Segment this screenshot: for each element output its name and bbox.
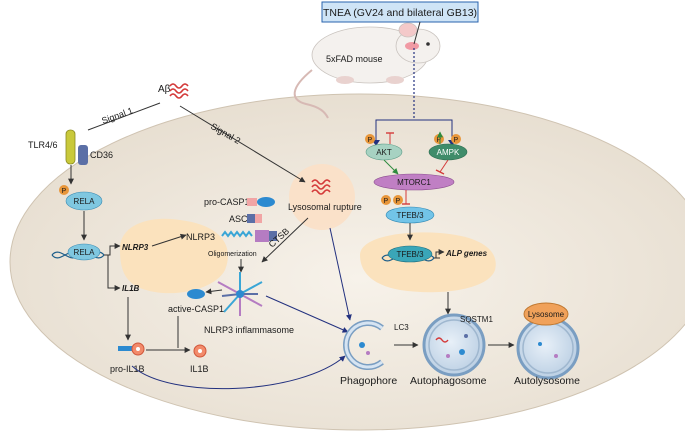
tnea-label: TNEA (GV24 and bilateral GB13) [323, 7, 477, 19]
autolysosome-shape [516, 316, 580, 380]
il1b-to-phagophore [131, 355, 346, 390]
nucleus-left [120, 218, 228, 294]
cell-body [9, 93, 685, 431]
rela-phospho [59, 185, 69, 195]
tlr-receptor [65, 129, 76, 165]
tfeb-label: TFEB/3 [396, 211, 424, 220]
signal1-arrow [87, 102, 161, 131]
cstb-arrow [261, 217, 309, 263]
tfeb-nuclear-node [387, 245, 433, 263]
lysosome-shape [523, 302, 569, 326]
asc-label: ASC [229, 214, 248, 224]
rela-node [67, 243, 101, 261]
akt-label: AKT [376, 148, 392, 157]
svg-text:P: P [368, 137, 373, 144]
svg-text:P: P [62, 188, 67, 195]
phagophore-shape [343, 320, 384, 370]
lysosomal-rupture-label: Lysosomal rupture [288, 202, 362, 212]
inflammasome-complex [217, 272, 263, 316]
tnea-box [321, 1, 479, 23]
autophagosome-label: Autophagosome [410, 375, 487, 387]
active-casp1-shape [187, 289, 205, 299]
cd36-receptor [78, 145, 88, 165]
oligomerization-label: Oligomerization [208, 251, 257, 258]
mouse-label: 5xFAD mouse [326, 54, 383, 64]
pro-casp1-label: pro-CASP1 [204, 197, 250, 207]
rela-p-node [65, 191, 103, 211]
nlrp3-label: NLRP3 [186, 232, 215, 242]
signal2-arrow [179, 105, 306, 183]
pro-il1b-shape [118, 346, 132, 351]
phagophore-label: Phagophore [340, 375, 397, 387]
svg-text:P: P [396, 198, 401, 205]
autolysosome-label: Autolysosome [514, 375, 580, 387]
asc-shape [247, 214, 255, 223]
il1b-gene-label: IL1B [122, 284, 140, 293]
svg-text:P: P [437, 137, 442, 144]
cd36-label: CD36 [90, 150, 113, 160]
tlr-label: TLR4/6 [28, 140, 58, 150]
abeta-label: Aβ [158, 84, 171, 95]
nlrp3-protein [221, 230, 277, 242]
il1b-label: IL1B [190, 364, 209, 374]
rela-p-label: RELA [74, 197, 96, 206]
tnea-bracket [375, 119, 453, 142]
active-casp1-label: active-CASP1 [168, 304, 224, 314]
mtorc1-node [373, 173, 455, 191]
lysosome-label: Lysosome [528, 310, 565, 319]
pro-il1b-label: pro-IL1B [110, 364, 145, 374]
inflammasome-label: NLRP3 inflammasome [204, 325, 294, 335]
ampk-label: AMPK [437, 148, 460, 157]
rupture-to-phagophore [329, 227, 352, 321]
autophagosome-shape [422, 313, 486, 377]
lysosomal-rupture-halo [289, 164, 355, 230]
rela-label: RELA [74, 248, 96, 257]
signal1-label: Signal 1 [100, 105, 134, 126]
lysosome-rupture-squiggle [311, 179, 331, 195]
tnea-to-mouse-line [413, 21, 421, 45]
pro-casp1-shape [257, 197, 275, 207]
abeta-squiggle [169, 83, 189, 99]
tfeb-nuclear-label: TFEB/3 [396, 250, 424, 259]
svg-text:P: P [454, 137, 459, 144]
svg-text:P: P [384, 198, 389, 205]
sqstm1-label: SQSTM1 [460, 315, 493, 324]
lc3-label: LC3 [394, 323, 409, 332]
nucleus-right [360, 232, 496, 293]
mtorc1-label: MTORC1 [397, 178, 431, 187]
mouse-illustration [293, 22, 441, 119]
nlrp3-gene-label: NLRP3 [122, 243, 149, 252]
alp-genes-label: ALP genes [445, 249, 488, 258]
